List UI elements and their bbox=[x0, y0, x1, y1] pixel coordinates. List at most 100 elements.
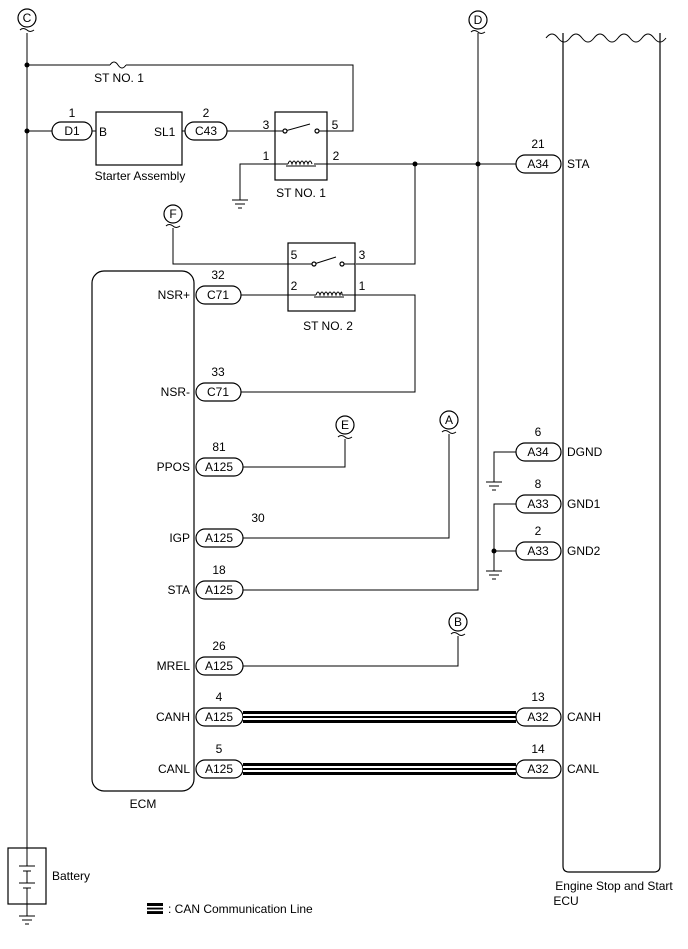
svg-text:A: A bbox=[445, 413, 453, 427]
relay-st-no1: 3 5 1 2 bbox=[263, 111, 340, 181]
svg-text:2: 2 bbox=[203, 106, 210, 120]
svg-text:30: 30 bbox=[251, 511, 265, 525]
ecm-terminal-canh: CANH A125 4 bbox=[156, 690, 244, 727]
svg-text:D1: D1 bbox=[64, 124, 80, 138]
ecm-terminal-mrel: MREL A125 26 bbox=[157, 639, 244, 676]
svg-text:14: 14 bbox=[531, 742, 545, 756]
svg-text:E: E bbox=[341, 418, 349, 432]
svg-text:33: 33 bbox=[211, 365, 225, 379]
svg-text:2: 2 bbox=[333, 149, 340, 163]
svg-text:3: 3 bbox=[263, 118, 270, 132]
svg-text:8: 8 bbox=[535, 477, 542, 491]
svg-text:A125: A125 bbox=[205, 583, 233, 597]
svg-text:3: 3 bbox=[359, 248, 366, 262]
svg-text:STA: STA bbox=[567, 157, 589, 171]
ground-icon bbox=[232, 199, 248, 209]
svg-text:2: 2 bbox=[291, 279, 298, 293]
ground-icon bbox=[486, 481, 502, 491]
ecm-terminal-canl: CANL A125 5 bbox=[158, 742, 244, 779]
svg-text:STA: STA bbox=[168, 583, 190, 597]
svg-text:CANH: CANH bbox=[156, 710, 190, 724]
ess-ecu-label-1: Engine Stop and Start bbox=[555, 879, 673, 893]
svg-text:1: 1 bbox=[263, 149, 270, 163]
legend-can-label: : CAN Communication Line bbox=[168, 902, 313, 916]
ess-ecu-break-icon bbox=[545, 33, 667, 43]
svg-text:6: 6 bbox=[535, 425, 542, 439]
relay-st-no2: 5 3 2 1 bbox=[287, 242, 366, 312]
svg-text:GND2: GND2 bbox=[567, 544, 601, 558]
svg-text:D: D bbox=[474, 13, 483, 27]
svg-text:C: C bbox=[23, 11, 32, 25]
ground-icon bbox=[19, 915, 35, 925]
svg-text:81: 81 bbox=[212, 440, 226, 454]
svg-text:A125: A125 bbox=[205, 659, 233, 673]
svg-text:26: 26 bbox=[212, 639, 226, 653]
ref-f-marker: F bbox=[163, 204, 183, 228]
ecm-terminal-nsr-minus: NSR- C71 33 bbox=[161, 365, 242, 402]
ref-a-marker: A bbox=[439, 410, 459, 434]
ecm-box bbox=[91, 270, 195, 792]
fuse-wire bbox=[27, 64, 354, 132]
svg-text:B: B bbox=[454, 615, 462, 629]
ess-terminal-sta: A34 21 STA bbox=[515, 137, 589, 174]
ess-terminal-canh: A32 13 CANH bbox=[515, 690, 601, 727]
svg-text:5: 5 bbox=[332, 118, 339, 132]
svg-text:18: 18 bbox=[212, 563, 226, 577]
svg-text:NSR-: NSR- bbox=[161, 385, 190, 399]
svg-text:DGND: DGND bbox=[567, 445, 603, 459]
svg-text:CANL: CANL bbox=[158, 762, 190, 776]
starter-assembly-box bbox=[95, 111, 183, 166]
svg-text:5: 5 bbox=[291, 248, 298, 262]
svg-text:A125: A125 bbox=[205, 762, 233, 776]
svg-text:MREL: MREL bbox=[157, 659, 191, 673]
can-high-line bbox=[243, 711, 516, 723]
ground-icon bbox=[486, 570, 502, 580]
svg-text:NSR+: NSR+ bbox=[158, 288, 190, 302]
svg-text:13: 13 bbox=[531, 690, 545, 704]
svg-text:A34: A34 bbox=[527, 445, 549, 459]
relay1-label: ST NO. 1 bbox=[276, 186, 326, 200]
svg-text:A125: A125 bbox=[205, 460, 233, 474]
ref-c-marker: C bbox=[17, 8, 37, 32]
svg-text:A125: A125 bbox=[205, 531, 233, 545]
svg-text:5: 5 bbox=[216, 742, 223, 756]
svg-text:21: 21 bbox=[531, 137, 545, 151]
legend-can-icon bbox=[147, 903, 163, 914]
svg-text:4: 4 bbox=[216, 690, 223, 704]
svg-text:C71: C71 bbox=[207, 288, 229, 302]
ecm-terminal-sta: STA A125 18 bbox=[168, 563, 244, 600]
ess-terminal-canl: A32 14 CANL bbox=[515, 742, 599, 779]
svg-text:GND1: GND1 bbox=[567, 497, 601, 511]
ecm-terminal-ppos: PPOS A125 81 bbox=[157, 440, 244, 477]
svg-text:PPOS: PPOS bbox=[157, 460, 190, 474]
battery-label: Battery bbox=[52, 869, 90, 883]
svg-text:F: F bbox=[169, 207, 176, 221]
svg-text:A33: A33 bbox=[527, 497, 549, 511]
svg-text:C71: C71 bbox=[207, 385, 229, 399]
starter-assembly-label: Starter Assembly bbox=[95, 169, 186, 183]
junction-dot bbox=[491, 548, 497, 554]
ref-b-marker: B bbox=[448, 612, 468, 636]
ref-e-marker: E bbox=[335, 415, 355, 439]
fuse-label: ST NO. 1 bbox=[94, 71, 144, 85]
svg-text:C43: C43 bbox=[195, 124, 217, 138]
svg-text:A33: A33 bbox=[527, 544, 549, 558]
starter-pin-b: B bbox=[99, 125, 107, 139]
svg-text:A32: A32 bbox=[527, 710, 549, 724]
battery-icon bbox=[7, 847, 47, 905]
svg-text:A34: A34 bbox=[527, 157, 549, 171]
ess-ecu-box bbox=[562, 33, 661, 873]
relay2-label: ST NO. 2 bbox=[303, 319, 353, 333]
ecm-terminal-nsr-plus: NSR+ C71 32 bbox=[158, 268, 242, 305]
ref-d-marker: D bbox=[468, 10, 488, 34]
svg-text:A32: A32 bbox=[527, 762, 549, 776]
ess-ecu-label-2: ECU bbox=[553, 894, 578, 908]
svg-text:IGP: IGP bbox=[169, 531, 190, 545]
connector-d1: D1 1 bbox=[51, 106, 93, 141]
svg-text:CANH: CANH bbox=[567, 710, 601, 724]
svg-text:2: 2 bbox=[535, 524, 542, 538]
ecm-terminal-igp: IGP A125 30 bbox=[169, 511, 265, 548]
svg-text:1: 1 bbox=[69, 106, 76, 120]
svg-text:A125: A125 bbox=[205, 710, 233, 724]
